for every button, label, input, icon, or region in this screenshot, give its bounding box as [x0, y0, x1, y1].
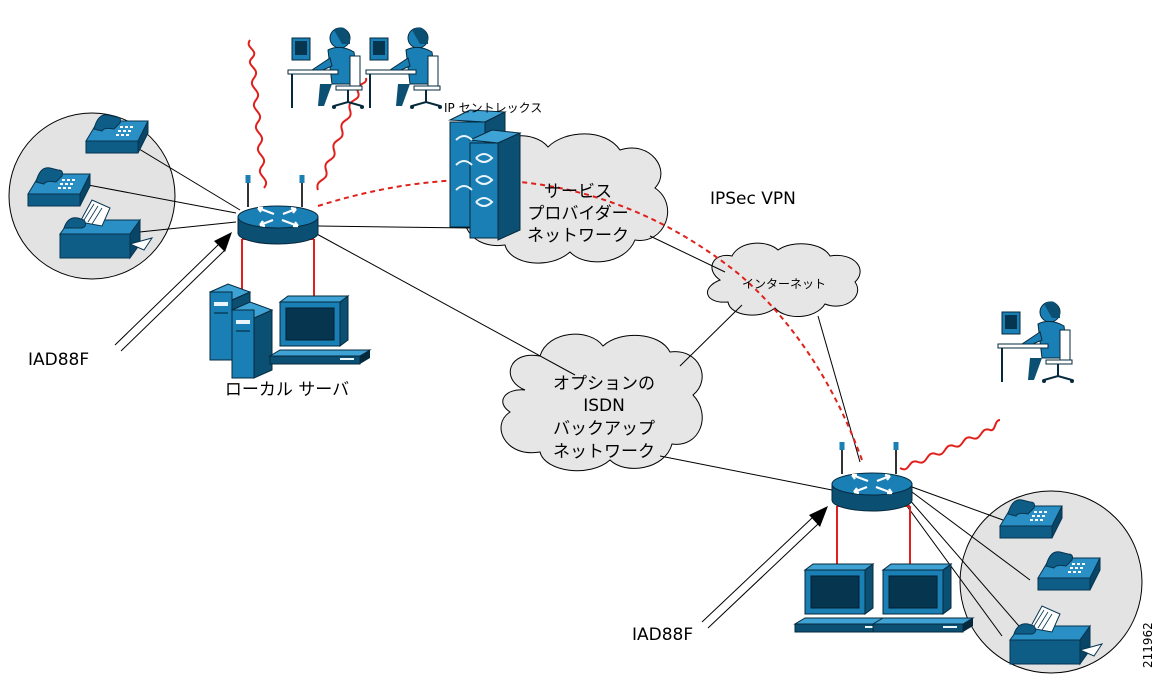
isdn-backup-cloud-label: オプションの ISDN バックアップ ネットワーク	[553, 374, 655, 462]
user-icon	[287, 26, 365, 111]
sp-cloud-line: プロバイダー	[527, 204, 628, 224]
ipsec-vpn-tunnel	[317, 178, 863, 461]
sp-cloud-line: サービス	[544, 182, 612, 202]
ipsec-vpn-label: IPSec VPN	[710, 189, 796, 209]
router-icon[interactable]	[236, 173, 320, 246]
iad-pointer-arrow-right	[701, 506, 828, 629]
isdn-cloud-line: オプションの	[553, 374, 655, 394]
iad-label-right: IAD88F	[632, 625, 693, 645]
internet-cloud	[707, 242, 861, 318]
connection-lines	[87, 134, 1031, 637]
wireless-signal-icon-right	[899, 419, 1001, 471]
iad-pointer-arrow-left	[114, 232, 232, 352]
user-icon	[997, 300, 1075, 384]
isdn-cloud-line: ネットワーク	[553, 442, 655, 462]
user-icon	[365, 26, 443, 111]
service-provider-cloud-label: サービス プロバイダー ネットワーク	[527, 182, 629, 246]
server-icon	[231, 301, 273, 379]
internet-label: インターネット	[742, 277, 826, 291]
local-server-label: ローカル サーバ	[225, 380, 349, 400]
sp-cloud-line: ネットワーク	[527, 226, 629, 246]
workstation-icon	[269, 295, 371, 365]
isdn-backup-cloud	[500, 333, 703, 472]
isdn-cloud-line: ISDN	[583, 396, 625, 416]
wireless-signal-icon	[247, 39, 1001, 471]
iad-label-left: IAD88F	[28, 350, 89, 370]
ip-centrex-server-icon	[448, 109, 522, 241]
router-icon[interactable]	[830, 440, 914, 513]
ip-centrex-label: IP セントレックス	[444, 101, 542, 115]
workstation-icon	[872, 563, 974, 633]
isdn-cloud-line: バックアップ	[553, 419, 655, 439]
figure-number: 211962	[1141, 622, 1155, 668]
